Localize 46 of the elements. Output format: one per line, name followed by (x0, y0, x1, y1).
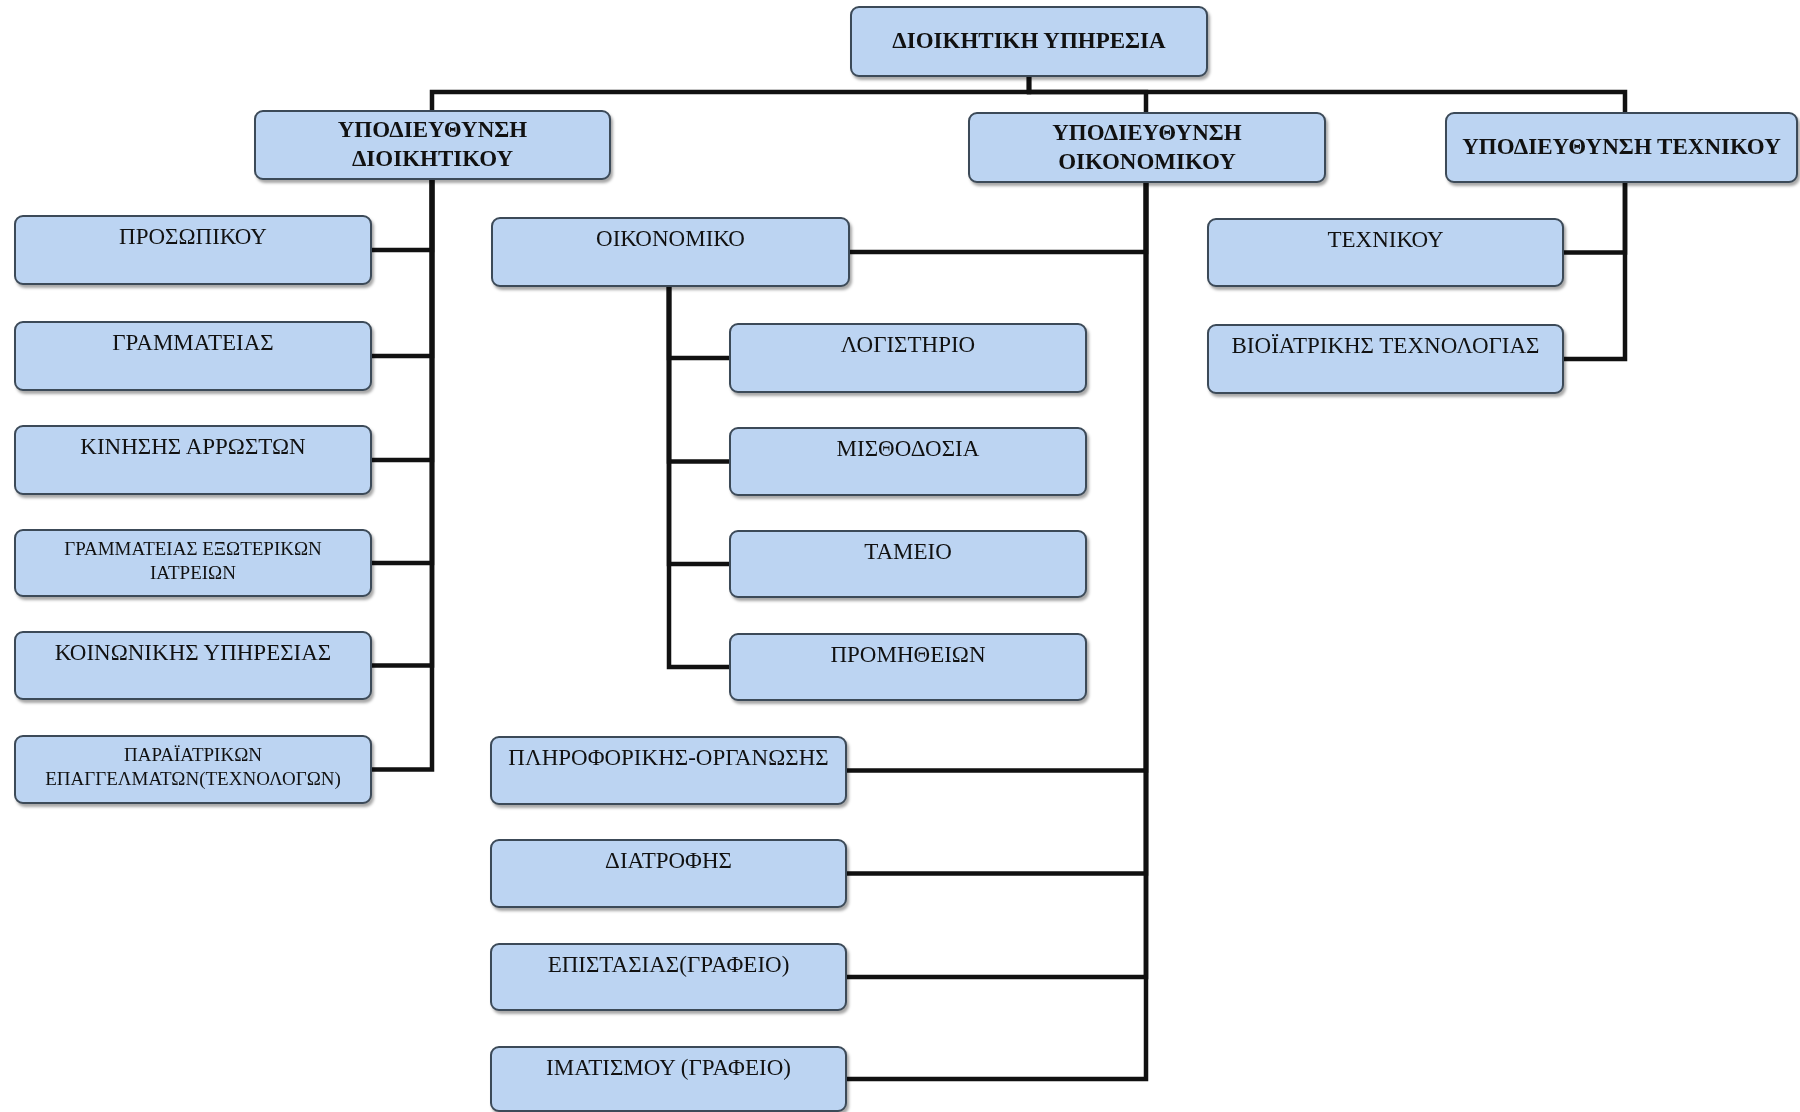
department-label: ΒΙΟΪΑΤΡΙΚΗΣ ΤΕΧΝΟΛΟΓΙΑΣ (1231, 332, 1540, 360)
connector-line (372, 180, 435, 772)
department-label: ΚΙΝΗΣΗΣ ΑΡΡΩΣΤΩΝ (80, 433, 306, 461)
department-box (490, 736, 847, 805)
department-label: ΜΙΣΘΟΔΟΣΙΑ (836, 435, 980, 463)
department-box (1207, 324, 1564, 394)
department-box (14, 215, 372, 285)
department-label: ΠΡΟΣΩΠΙΚΟΥ (119, 223, 267, 251)
department-box (729, 530, 1087, 598)
department-label: ΠΑΡΑΪΑΤΡΙΚΩΝ ΕΠΑΓΓΕΛΜΑΤΩΝ(ΤΕΧΝΟΛΟΓΩΝ) (44, 743, 342, 791)
department-box (490, 943, 847, 1011)
department-box (14, 321, 372, 391)
department-box (968, 112, 1326, 183)
department-label: ΚΟΙΝΩΝΙΚΗΣ ΥΠΗΡΕΣΙΑΣ (54, 639, 332, 667)
department-label: ΔΙΟΙΚΗΤΙΚΗ ΥΠΗΡΕΣΙΑ (892, 27, 1166, 56)
department-box (14, 631, 372, 700)
department-box (14, 529, 372, 597)
department-label: ΠΛΗΡΟΦΟΡΙΚΗΣ-ΟΡΓΑΝΩΣΗΣ (508, 744, 829, 772)
department-label: ΙΜΑΤΙΣΜΟΥ (ΓΡΑΦΕΙΟ) (546, 1054, 791, 1082)
department-label: ΛΟΓΙΣΤΗΡΙΟ (840, 331, 976, 359)
department-label: ΤΕΧΝΙΚΟΥ (1327, 226, 1444, 254)
department-label: ΥΠΟΔΙΕΥΘΥΝΣΗ ΟΙΚΟΝΟΜΙΚΟΥ (1051, 118, 1243, 176)
connector-line (1564, 183, 1628, 362)
department-box (254, 110, 611, 180)
department-label: ΥΠΟΔΙΕΥΘΥΝΣΗ ΔΙΟΙΚΗΤΙΚΟΥ (336, 116, 529, 173)
department-box (1207, 218, 1564, 287)
department-label: ΔΙΑΤΡΟΦΗΣ (605, 847, 732, 875)
connector-line (666, 287, 729, 670)
department-label: ΓΡΑΜΜΑΤΕΙΑΣ (112, 329, 274, 357)
department-label: ΓΡΑΜΜΑΤΕΙΑΣ ΕΞΩΤΕΡΙΚΩΝ ΙΑΤΡΕΙΩΝ (63, 537, 323, 585)
connector-line (1026, 77, 1628, 112)
department-box (729, 323, 1087, 393)
department-box (1445, 112, 1798, 183)
department-label: ΟΙΚΟΝΟΜΙΚΟ (596, 225, 745, 253)
department-label: ΤΑΜΕΙΟ (864, 538, 952, 566)
department-box (729, 633, 1087, 701)
department-box (729, 427, 1087, 496)
department-box (490, 839, 847, 908)
department-box (14, 425, 372, 495)
department-box (850, 6, 1208, 77)
department-label: ΕΠΙΣΤΑΣΙΑΣ(ΓΡΑΦΕΙΟ) (547, 951, 790, 979)
department-box (14, 735, 372, 804)
department-box (491, 217, 850, 287)
department-label: ΠΡΟΜΗΘΕΙΩΝ (830, 641, 986, 669)
department-label: ΥΠΟΔΙΕΥΘΥΝΣΗ ΤΕΧΝΙΚΟΥ (1462, 133, 1781, 162)
department-box (490, 1046, 847, 1112)
